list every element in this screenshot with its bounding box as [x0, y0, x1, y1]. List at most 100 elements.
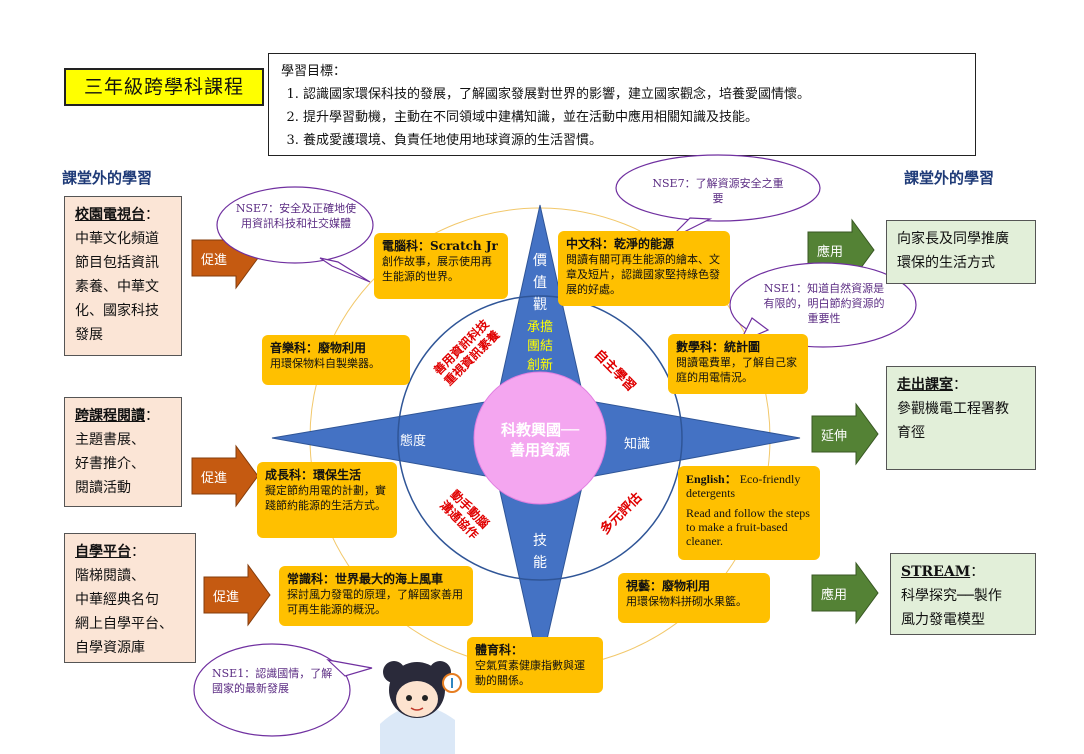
bubble-text-nse7-ict: NSE7：安全及正確地使用資訊科技和社交媒體: [235, 202, 357, 230]
box-title: 走出課室: [897, 377, 953, 393]
inner-ring: [397, 295, 683, 581]
box-line: 中華經典名句: [75, 592, 159, 608]
subject-text: 探討風力發電的原理，了解國家善用可再生能源的概況。: [287, 588, 463, 616]
bubble-nse1-nature: [729, 262, 917, 348]
subject-text: 空氣質素健康指數與運動的關係。: [475, 659, 585, 687]
center-circle: [473, 371, 607, 505]
promote-label: 促進: [200, 471, 227, 486]
subject-general-studies: 常識科：世界最大的海上風車 探討風力發電的原理，了解國家善用可再生能源的概況。: [279, 566, 473, 626]
subject-name: 視藝：廢物利用: [626, 579, 711, 593]
self-learning-platform-box: 自學平台： 階梯閱讀、 中華經典名句 網上自學平台、 自學資源庫: [64, 533, 196, 663]
box-line: 育徑: [897, 425, 925, 441]
center-theme: 科教興國── 善用資源: [474, 420, 606, 460]
objective-item: 認識國家環保科技的發展，了解國家發展對世界的影響，建立國家觀念，培養愛國情懷。: [303, 83, 963, 106]
box-line: 節目包括資訊: [75, 255, 159, 271]
promote-arrow-2: [191, 444, 259, 508]
box-title-sep: ：: [145, 207, 159, 223]
subject-name-2: Eco-friendly detergents: [686, 472, 801, 500]
promote-arrow-3: [203, 563, 271, 627]
subject-name: English：: [686, 472, 737, 486]
values-label: 價 值 觀: [528, 250, 552, 316]
subject-name: 中文科：乾淨的能源: [566, 237, 675, 251]
subject-name: 成長科：環保生活: [265, 468, 362, 482]
bubble-nse7-resource: [615, 154, 821, 222]
subject-name: 數學科：統計圖: [676, 340, 761, 354]
promote-eco-lifestyle-box: 向家長及同學推廣 環保的生活方式: [886, 220, 1036, 284]
values-char: 觀: [533, 297, 547, 313]
core-values-words: 承擔 團結 創新: [516, 318, 564, 375]
stream-box: STREAM： 科學探究──製作 風力發電模型: [890, 553, 1036, 635]
value-word: 團結: [526, 339, 553, 354]
objective-item: 養成愛護環境、負責任地使用地球資源的生活習慣。: [303, 129, 963, 152]
promote-label: 促進: [200, 253, 227, 268]
promote-label: 促進: [212, 590, 239, 605]
box-line: 中華文化頻道: [75, 231, 159, 247]
subject-name: 常識科：世界最大的海上風車: [287, 572, 444, 586]
subject-growth: 成長科：環保生活 擬定節約用電的計劃，實踐節約能源的生活方式。: [257, 462, 397, 538]
objectives-list: 認識國家環保科技的發展，了解國家發展對世界的影響，建立國家觀念，培養愛國情懷。 …: [281, 83, 963, 152]
box-line: 風力發電模型: [901, 612, 985, 628]
out-of-classroom-box: 走出課室： 參觀機電工程署教 育徑: [886, 366, 1036, 470]
girl-illustration: [380, 661, 462, 754]
knowledge-label: 知識: [624, 437, 651, 452]
box-title: STREAM: [901, 564, 971, 580]
box-line: 參觀機電工程署教: [897, 401, 1009, 417]
box-title: 校園電視台: [75, 207, 145, 223]
bubble-tail: [319, 257, 371, 283]
bubble-tail: [326, 659, 373, 677]
subject-visual-arts: 視藝：廢物利用 用環保物料拼砌水果籃。: [618, 573, 770, 623]
box-title: 自學平台: [75, 544, 131, 560]
apply-arrow-2: [811, 561, 879, 625]
cross-curricular-reading-box: 跨課程閱讀： 主題書展、 好書推介、 閱讀活動: [64, 397, 182, 507]
box-line: 環保的生活方式: [897, 255, 995, 271]
bubble-text-nse7-resource: NSE7：了解資源安全之重要: [652, 177, 784, 205]
value-word: 創新: [526, 358, 553, 373]
bubble-text-nse1-china: NSE1：認識國情，了解國家的最新發展: [212, 667, 333, 695]
box-title-sep: ：: [131, 544, 145, 560]
subject-chinese: 中文科：乾淨的能源 閱讀有關可再生能源的繪本、文章及短片，認識國家堅持綠色發展的…: [558, 231, 730, 306]
bubble-nse7-ict: [216, 186, 374, 264]
box-line: 素養、中華文: [75, 279, 159, 295]
subject-text: 擬定節約用電的計劃，實踐節約能源的生活方式。: [265, 484, 386, 512]
subject-text: 閱讀電費單，了解自己家庭的用電情況。: [676, 356, 797, 384]
box-line: 自學資源庫: [75, 640, 145, 656]
skills-char: 技: [533, 533, 547, 549]
bubble-nse1-china: [193, 643, 351, 737]
center-line-1: 科教興國──: [500, 421, 580, 439]
center-line-2: 善用資源: [509, 441, 570, 459]
attitude-label: 態度: [400, 434, 427, 449]
apply-label: 應用: [820, 588, 847, 603]
objectives-heading: 學習目標：: [281, 64, 347, 79]
box-line: 發展: [75, 327, 103, 343]
subject-name: 電腦科：Scratch Jr: [382, 239, 498, 253]
apply-label: 應用: [816, 245, 843, 260]
subject-text: 用環保物料自製樂器。: [270, 357, 380, 370]
subject-pe: 體育科： 空氣質素健康指數與運動的關係。: [467, 637, 603, 693]
subject-text: 閱讀有關可再生能源的繪本、文章及短片，認識國家堅持綠色發展的好處。: [566, 253, 720, 296]
box-line: 向家長及同學推廣: [897, 231, 1009, 247]
box-line: 主題書展、: [75, 432, 145, 448]
subject-english: English： Eco-friendly detergents Read an…: [678, 466, 820, 560]
box-line: 好書推介、: [75, 456, 145, 472]
skills-char: 能: [533, 555, 547, 571]
subject-computer: 電腦科：Scratch Jr 創作故事，展示使用再生能源的世界。: [374, 233, 508, 299]
value-word: 承擔: [526, 320, 553, 335]
box-line: 科學探究──製作: [901, 588, 1002, 604]
subject-text: Read and follow the steps to make a frui…: [686, 506, 810, 548]
box-title-sep: ：: [145, 408, 159, 424]
subject-music: 音樂科：廢物利用 用環保物料自製樂器。: [262, 335, 410, 385]
box-title-sep: ：: [970, 564, 985, 580]
values-char: 值: [533, 275, 547, 291]
values-char: 價: [533, 253, 547, 269]
skills-label: 技 能: [528, 530, 552, 574]
extend-arrow: [811, 402, 879, 466]
subject-name: 音樂科：廢物利用: [270, 341, 367, 355]
subject-name: 體育科：: [475, 643, 524, 657]
learning-objectives: 學習目標： 認識國家環保科技的發展，了解國家發展對世界的影響，建立國家觀念，培養…: [268, 53, 976, 156]
page-title: 三年級跨學科課程: [64, 68, 264, 106]
box-title-sep: ：: [953, 377, 967, 393]
subject-text: 創作故事，展示使用再生能源的世界。: [382, 255, 492, 283]
box-line: 化、國家科技: [75, 303, 159, 319]
subject-math: 數學科：統計圖 閱讀電費單，了解自己家庭的用電情況。: [668, 334, 808, 394]
